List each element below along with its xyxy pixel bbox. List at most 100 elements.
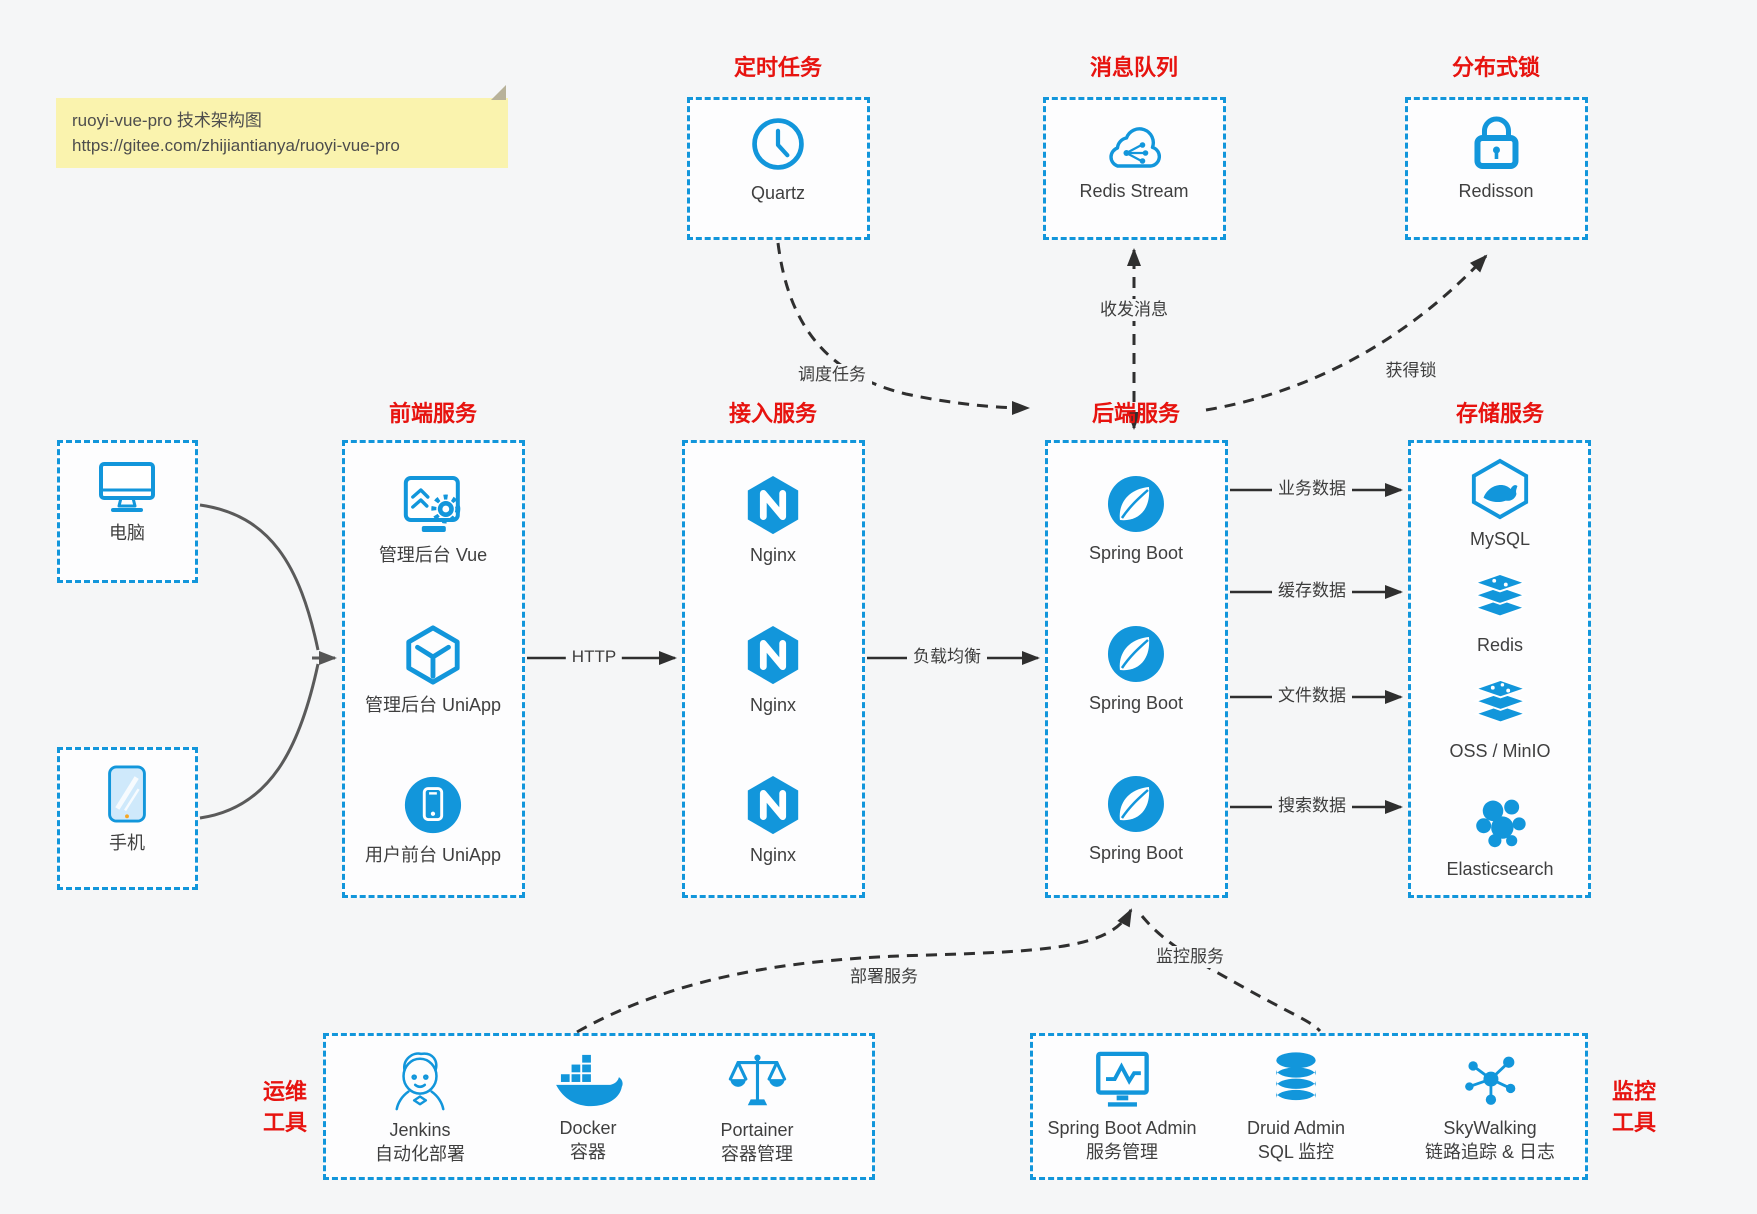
docker-whale-icon	[556, 1054, 623, 1107]
item-desc: 链路追踪 & 日志	[1424, 1142, 1556, 1162]
item-desc: SQL 监控	[1257, 1142, 1335, 1162]
monitor-service-curve	[1140, 915, 1322, 1033]
mobile-app-circle-icon	[404, 776, 462, 834]
item-redis-stream: Redis Stream	[1079, 122, 1189, 202]
admin-screen-gear-icon	[404, 476, 461, 532]
schedule-task-label: 调度任务	[792, 364, 872, 386]
ops-side-label: 运维 工具	[262, 1079, 308, 1135]
access-group-title: 接入服务	[728, 401, 818, 426]
item-nginx-3: Nginx	[744, 774, 802, 866]
scales-icon	[728, 1054, 786, 1106]
lock-group-title: 分布式锁	[1451, 55, 1541, 80]
item-desc: 容器管理	[720, 1144, 793, 1164]
file-data-label: 文件数据	[1272, 685, 1352, 707]
monitor-service-label: 监控服务	[1150, 946, 1230, 968]
item-springboot-3: Spring Boot	[1089, 774, 1183, 864]
item-oss-minio: OSS / MinIO	[1449, 680, 1551, 762]
monitor-side-label: 监控 工具	[1611, 1079, 1657, 1135]
nginx-icon	[747, 625, 799, 685]
item-label: Nginx	[749, 545, 797, 565]
item-label: Quartz	[750, 183, 806, 203]
item-skywalking: SkyWalking 链路追踪 & 日志	[1425, 1050, 1555, 1164]
item-user-uniapp: 用户前台 UniApp	[365, 774, 501, 866]
item-druid-admin: Druid Admin SQL 监控	[1247, 1050, 1345, 1164]
cube-icon	[406, 625, 460, 685]
phone-icon	[108, 765, 146, 823]
item-desc: 自动化部署	[375, 1144, 465, 1164]
note-fold-corner	[491, 85, 506, 100]
item-label: Redisson	[1458, 181, 1534, 201]
item-jenkins: Jenkins 自动化部署	[375, 1050, 465, 1166]
item-quartz: Quartz	[748, 114, 808, 204]
deploy-service-label: 部署服务	[844, 966, 924, 988]
item-label: Nginx	[749, 845, 797, 865]
load-balance-label: 负载均衡	[907, 646, 987, 668]
item-label: 电脑	[109, 523, 145, 543]
item-springboot-1: Spring Boot	[1089, 474, 1183, 564]
nginx-icon	[747, 475, 799, 535]
mq-message-label: 收发消息	[1094, 299, 1174, 321]
cloud-stream-icon	[1108, 127, 1161, 168]
item-label: 管理后台 UniApp	[364, 695, 502, 715]
item-label: Redis Stream	[1079, 181, 1189, 201]
item-name: Spring Boot Admin	[1047, 1118, 1197, 1138]
search-data-label: 搜索数据	[1272, 795, 1352, 817]
mq-group-title: 消息队列	[1089, 55, 1179, 80]
http-label: HTTP	[565, 646, 623, 668]
redis-stack-icon	[1472, 574, 1528, 618]
spring-leaf-icon	[1108, 776, 1164, 832]
item-springboot-admin: Spring Boot Admin 服务管理	[1047, 1050, 1197, 1164]
item-springboot-2: Spring Boot	[1089, 624, 1183, 714]
item-label: Nginx	[749, 695, 797, 715]
item-label: Spring Boot	[1088, 693, 1184, 713]
sticky-note: ruoyi-vue-pro 技术架构图 https://gitee.com/zh…	[56, 85, 508, 168]
item-redisson: Redisson	[1458, 112, 1534, 202]
item-admin-uniapp: 管理后台 UniApp	[365, 624, 501, 716]
note-title: ruoyi-vue-pro 技术架构图	[72, 111, 262, 130]
item-name: Docker	[559, 1118, 617, 1138]
item-label: Redis	[1476, 635, 1524, 655]
spring-leaf-icon	[1108, 476, 1164, 532]
oss-stack-icon	[1472, 680, 1528, 724]
storage-group-title: 存储服务	[1455, 401, 1545, 426]
pc-to-frontend-curve	[199, 503, 320, 651]
item-label: OSS / MinIO	[1449, 741, 1551, 761]
note-url: https://gitee.com/zhijiantianya/ruoyi-vu…	[72, 136, 400, 155]
jenkins-butler-icon	[395, 1052, 445, 1111]
item-redis: Redis	[1469, 574, 1531, 656]
cache-data-label: 缓存数据	[1272, 580, 1352, 602]
item-label: Spring Boot	[1088, 543, 1184, 563]
item-pc: 电脑	[96, 458, 158, 544]
elasticsearch-cluster-icon	[1475, 799, 1526, 848]
item-name: Druid Admin	[1246, 1118, 1346, 1138]
item-nginx-1: Nginx	[744, 474, 802, 566]
item-admin-vue: 管理后台 Vue	[379, 474, 487, 566]
skywalking-network-icon	[1465, 1056, 1516, 1105]
item-name: Jenkins	[389, 1120, 451, 1140]
item-mysql: MySQL	[1469, 458, 1531, 550]
item-label: 管理后台 Vue	[378, 545, 488, 565]
item-elasticsearch: Elasticsearch	[1446, 794, 1554, 880]
item-label: 手机	[109, 833, 145, 853]
item-label: 用户前台 UniApp	[364, 845, 502, 865]
item-label: MySQL	[1469, 529, 1530, 549]
mysql-dolphin-icon	[1471, 458, 1529, 520]
database-icon	[1276, 1052, 1316, 1101]
item-nginx-2: Nginx	[744, 624, 802, 716]
item-desc: 容器	[570, 1142, 606, 1162]
get-lock-label: 获得锁	[1379, 360, 1443, 382]
item-mobile: 手机	[105, 764, 149, 854]
ops-group-box	[323, 1033, 875, 1180]
biz-data-label: 业务数据	[1272, 478, 1352, 500]
scheduler-group-title: 定时任务	[733, 55, 823, 80]
computer-icon	[99, 462, 155, 512]
item-name: SkyWalking	[1443, 1118, 1537, 1138]
item-label: Elasticsearch	[1446, 859, 1554, 879]
backend-group-title: 后端服务	[1091, 401, 1181, 426]
spring-leaf-icon	[1108, 626, 1164, 682]
item-docker: Docker 容器	[553, 1052, 623, 1164]
frontend-group-title: 前端服务	[388, 401, 478, 426]
lock-icon	[1473, 116, 1518, 169]
get-lock-curve	[1205, 254, 1488, 412]
